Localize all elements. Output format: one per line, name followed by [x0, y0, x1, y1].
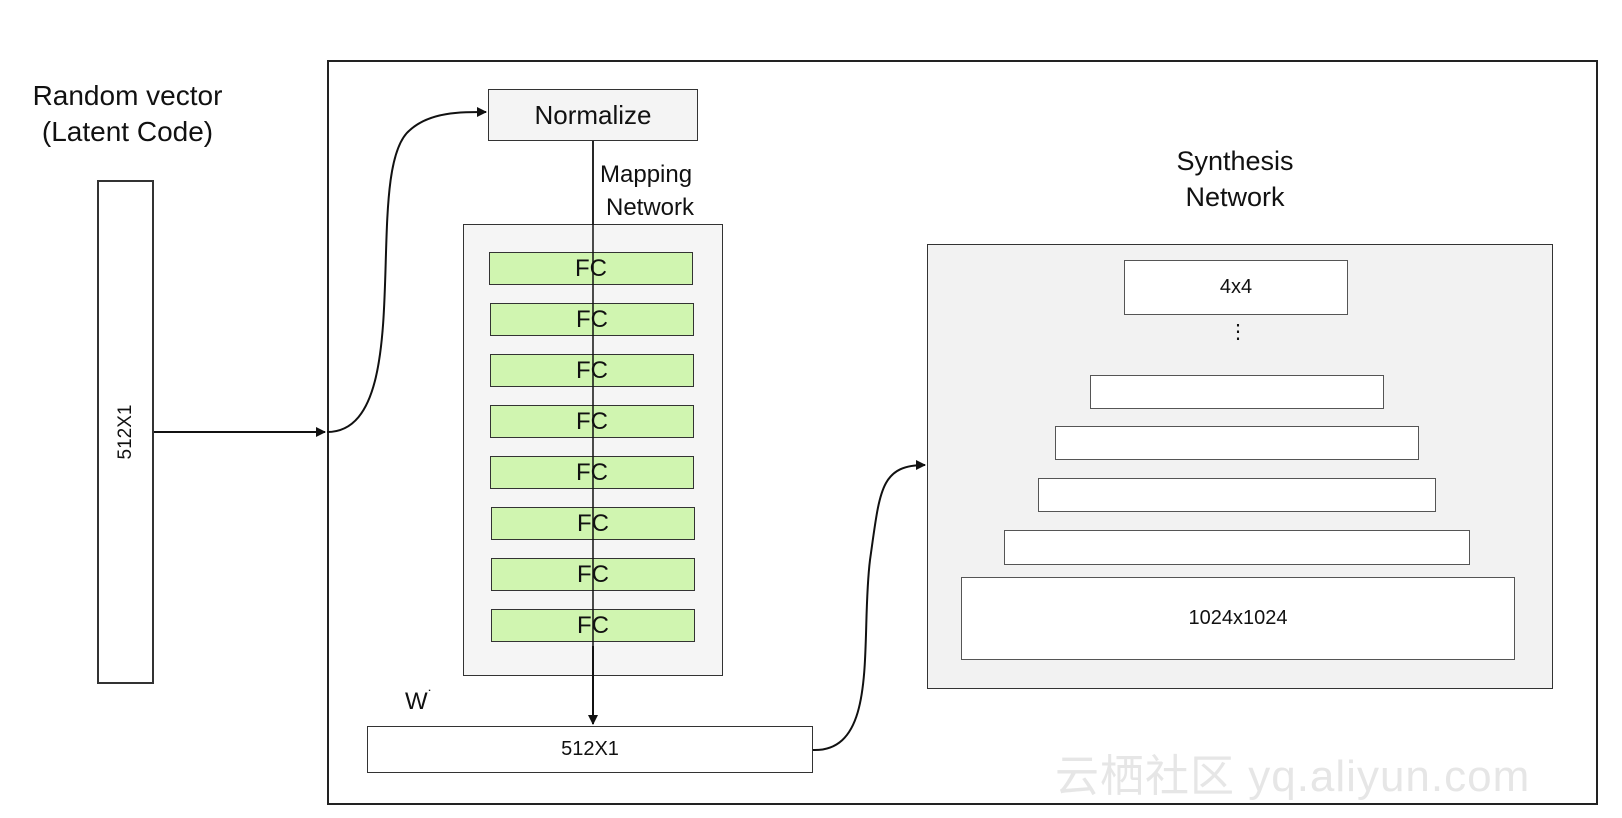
- synthesis-title-line2: Network: [1185, 182, 1285, 212]
- synthesis-layer-4x4-label: 4x4: [1219, 276, 1253, 298]
- synthesis-layer-2: [1090, 375, 1384, 409]
- synthesis-layer-4: [1038, 478, 1436, 512]
- latent-vector-bar: 512X1: [97, 180, 154, 684]
- latent-title-line2: (Latent Code): [41, 116, 214, 147]
- mapping-title-line1: Mapping: [600, 161, 693, 188]
- fc-layer-2: FC: [490, 303, 694, 336]
- fc-layer-4: FC: [490, 405, 694, 438]
- input-to-normalize-arrow: [326, 107, 487, 433]
- w-vector-bar: 512X1: [367, 726, 813, 773]
- normalize-box: Normalize: [488, 89, 698, 141]
- synthesis-layer-1024-label: 1024x1024: [1188, 607, 1288, 629]
- mapping-network-title: Mapping Network: [600, 158, 740, 224]
- fc-layer-5: FC: [490, 456, 694, 489]
- normalize-label: Normalize: [534, 99, 652, 130]
- synthesis-layer-3: [1055, 426, 1419, 460]
- latent-title-line1: Random vector: [32, 80, 223, 111]
- latent-code-title: Random vector (Latent Code): [15, 78, 240, 150]
- w-label-text: W: [405, 688, 428, 715]
- w-label: W˙: [405, 688, 433, 715]
- fc-layer-1: FC: [489, 252, 693, 285]
- synthesis-network-title: Synthesis Network: [1120, 143, 1350, 215]
- mapping-title-line2: Network: [606, 194, 695, 221]
- watermark-text: 云栖社区 yq.aliyun.com: [1055, 752, 1531, 801]
- synthesis-layer-1024: 1024x1024: [961, 577, 1515, 660]
- synthesis-layer-5: [1004, 530, 1470, 565]
- w-vector-label: 512X1: [561, 738, 619, 760]
- synthesis-title-line1: Synthesis: [1176, 146, 1294, 176]
- fc-layer-3: FC: [490, 354, 694, 387]
- w-to-synthesis-arrow: [812, 460, 926, 752]
- synthesis-layer-4x4: 4x4: [1124, 260, 1348, 315]
